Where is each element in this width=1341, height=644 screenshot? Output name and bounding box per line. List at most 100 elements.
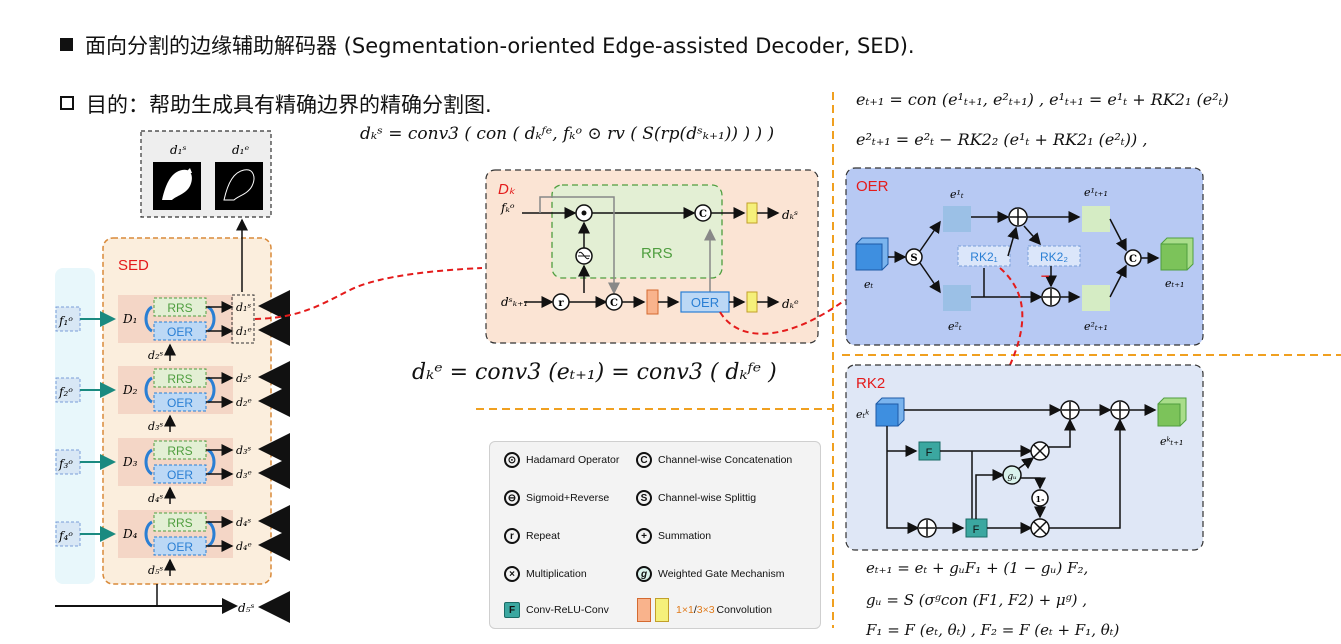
oer-label-2: OER [167,396,193,410]
next-ds-label-2: d₃ˢ [148,420,163,433]
concat-icon: C [636,452,652,468]
summation-icon: + [636,528,652,544]
split-node [905,248,923,266]
e1-block [943,206,971,232]
oer-label-4: OER [167,540,193,554]
rk2-title: RK2 [856,375,885,392]
legend-label-9: Conv-ReLU-Conv [526,604,609,616]
conv-relu-conv-icon: F [504,602,520,618]
formula-ds: dₖˢ = conv3 ( con ( dₖᶠᵉ, fₖᵒ ⊙ rv ( S(r… [360,124,775,144]
dk-to-oer-connector [719,299,846,335]
next-ds-label-1: d₂ˢ [148,349,163,362]
ekn-cube [1157,403,1181,427]
legend-label-8: Weighted Gate Mechanism [658,568,785,580]
oer-to-rk2-connector [999,267,1024,366]
rrs-label-3: RRS [167,444,192,458]
legend-item-8: g Weighted Gate Mechanism [636,566,784,582]
rk2-1-block [957,245,1011,267]
ds-label-2: d₂ˢ [236,372,251,385]
bottom-ds-label: d₅ˢ [238,601,255,615]
convolution-icon [636,598,670,622]
svg-text:−: − [1040,269,1050,283]
dk-ds-output: dₖˢ [782,208,798,222]
formula-de: dₖᵉ = conv3 (eₜ₊₁) = conv3 ( dₖᶠᵉ ) [412,360,777,385]
decoder-label-2: D₂ [122,383,138,397]
header-bullet-1: 面向分割的边缘辅助解码器 (Segmentation-oriented Edge… [60,30,915,60]
svg-text:C: C [610,298,618,309]
rk2-2-block [1027,245,1081,267]
dk-oer-label: OER [691,295,719,310]
feature-box-3 [55,449,81,475]
legend-item-5: r Repeat [504,528,560,544]
oer-rk1: RK2₁ [970,250,997,264]
rrs-region [551,184,723,279]
de-label-3: d₃ᵉ [236,468,252,481]
multiplication-icon: × [504,566,520,582]
formula-rk-2: gᵤ = S (σᵍcon (F1, F2) + μᵍ) , [866,591,1088,609]
rk2-f2: F [973,524,980,536]
e2-block [943,285,971,311]
feature-box-2 [55,377,81,403]
oer-e2n: e²ₜ₊₁ [1084,320,1108,333]
rk2-one: 1- [1036,494,1045,504]
legend-item-6: + Summation [636,528,711,544]
formula-rk-3: F₁ = F (eₜ, θₜ) , F₂ = F (eₜ + F₁, θₜ) [866,621,1120,639]
hadamard-icon: ⊙ [504,452,520,468]
legend-item-3: ⊖Sigmoid+Reverse [504,490,609,506]
gate-icon: g [636,566,652,582]
legend-label-3: Sigmoid+Reverse [526,492,610,504]
header-line-2: 目的：帮助生成具有精确边界的精确分割图. [86,93,492,117]
svg-text:C: C [699,209,707,220]
legend-label-4: Channel-wise Splittig [658,492,757,504]
rk2-ek: eₜᵏ [856,408,869,421]
filled-square-icon [60,38,73,51]
output-de-label: d₁ᵉ [232,143,249,157]
rrs-label-1: RRS [167,301,192,315]
conv1x1-label: 1×1 [676,604,694,616]
rrs-label-2: RRS [167,372,192,386]
e1n-block [1082,206,1110,232]
oer-e1: e¹ₜ [950,188,964,201]
dk-de-output: dₖᵉ [782,297,799,311]
legend-label-6: Summation [658,530,712,542]
rk2-ekn: eᵏₜ₊₁ [1160,435,1183,448]
ds-label-1: d₁ˢ [236,301,251,314]
feature-label-4: f₄ᵒ [58,529,73,543]
decoder-label-4: D₄ [122,527,138,541]
conv3-bottom [746,291,758,313]
legend-label-10: Convolution [716,604,772,616]
legend-label-5: Repeat [526,530,560,542]
formula-oer-2: e²ₜ₊₁ = e²ₜ − RK2₂ (e¹ₜ + RK2₁ (e²ₜ)) , [856,130,1148,149]
svg-text:r: r [558,298,564,309]
feature-label-3: f₃ᵒ [58,457,73,471]
conv1-bottom [646,289,659,315]
rk2-panel: RK2 eₜᵏ eᵏₜ₊₁ F F gᵤ [845,364,1204,551]
rk2-f1: F [926,447,933,459]
legend-label-7: Multiplication [526,568,587,580]
dk-rrs-label: RRS [641,245,673,262]
repeat-icon: r [504,528,520,544]
dk-panel: Dₖ RRS fₖᵒ C dₖˢ dˢₖ₊₁ r C OER [485,169,846,344]
svg-text:C: C [1129,254,1137,265]
oer-rk2: RK2₂ [1040,250,1068,264]
oer-label-1: OER [167,325,193,339]
etn-cube [1160,243,1188,271]
orange-separators [476,92,1341,628]
legend-item-9: F Conv-ReLU-Conv [504,602,609,618]
rk2-gate: gᵤ [1007,472,1017,482]
conv-separator: / [693,604,697,616]
output-ds-label: d₁ˢ [170,143,187,157]
oer-et: eₜ [864,278,874,291]
feature-label-1: f₁ᵒ [58,314,73,328]
oer-title: OER [856,178,889,195]
gate-node [1002,465,1022,485]
rrs-label-4: RRS [167,516,192,530]
formula-oer-1: eₜ₊₁ = con (e¹ₜ₊₁, e²ₜ₊₁) , e¹ₜ₊₁ = e¹ₜ … [856,90,1229,109]
feature-box-4 [55,521,81,547]
